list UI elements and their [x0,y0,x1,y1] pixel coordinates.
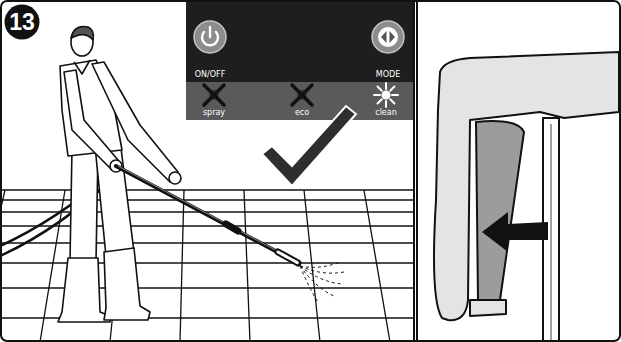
floor-tiles [304,190,320,340]
indicator-lamp [382,91,391,100]
worker-figure [58,258,110,322]
water-spray [300,262,340,267]
mode-symbol [390,31,396,43]
off-cross [204,85,224,105]
lit-rays [385,101,387,107]
worker-figure [70,148,98,262]
worker-figure [71,26,93,40]
control-panel [186,0,413,82]
check-mark [262,106,356,186]
mode-indicator-shape [371,82,401,108]
control-panel [186,82,413,120]
mode-indicator: clean [371,82,401,108]
step-number-text: 13 [4,4,40,40]
water-spray [300,266,318,302]
floor-tiles [2,287,413,288]
lit-rays [390,99,394,103]
floor-tiles [364,190,390,340]
check-mark [262,106,356,186]
lit-rays [378,99,382,103]
mode-symbol [381,31,387,43]
lit-rays [390,87,394,91]
power-symbol [209,27,211,37]
badge-circle [5,5,40,40]
floor-tiles [2,189,413,190]
mode-symbol [378,27,398,47]
spray-lance [278,252,298,263]
spray-lance [226,224,238,231]
frame [416,1,418,341]
water-spray [300,266,342,284]
spray-gun [551,124,552,340]
control-label: clean [375,108,397,118]
spray-lance [278,252,298,263]
worker-figure [92,62,178,182]
spray-gun [470,300,506,316]
mode-button: MODE [371,20,405,54]
floor-tiles [2,211,413,212]
floor-tiles [2,225,413,226]
worker-figure [169,172,181,184]
control-label: eco [295,108,309,118]
button-circle [372,21,404,53]
step-number: 13 [4,4,40,40]
water-spray [300,266,334,296]
worker-figure [74,60,90,74]
frame [413,1,415,341]
floor-tiles [2,190,5,340]
mode-indicator: spray [199,84,229,106]
spray-lance [118,166,296,261]
off-cross [204,85,224,105]
spray-gun [476,121,524,300]
mode-indicator-shape [199,84,229,106]
mode-indicator: eco [287,84,317,106]
floor-tiles [2,262,413,263]
floor-tiles [244,190,250,340]
button-circle [194,21,226,53]
water-spray [300,262,344,302]
lit-rays [374,94,380,96]
power-button: ON/OFF [193,20,227,54]
mode-button-shape [371,20,405,54]
control-panel [186,0,413,120]
worker-figure [104,248,150,320]
spray-gun [434,52,619,320]
power-button-shape [193,20,227,54]
floor-tiles [2,190,413,340]
control-label: ON/OFF [195,70,225,80]
water-spray [300,266,344,273]
floor-tiles [180,190,184,340]
off-cross [292,85,312,105]
worker-figure [58,26,181,322]
control-label: MODE [376,70,400,80]
lit-rays [385,83,387,89]
floor-tiles [2,242,413,243]
lit-rays [392,94,398,96]
spray-gun [482,212,548,252]
spray-lance [116,166,296,262]
mode-indicator-shape [287,84,317,106]
lit-rays [378,87,382,91]
spray-lance [116,166,298,263]
off-cross [292,85,312,105]
control-label: spray [203,108,225,118]
spray-gun [434,52,619,340]
